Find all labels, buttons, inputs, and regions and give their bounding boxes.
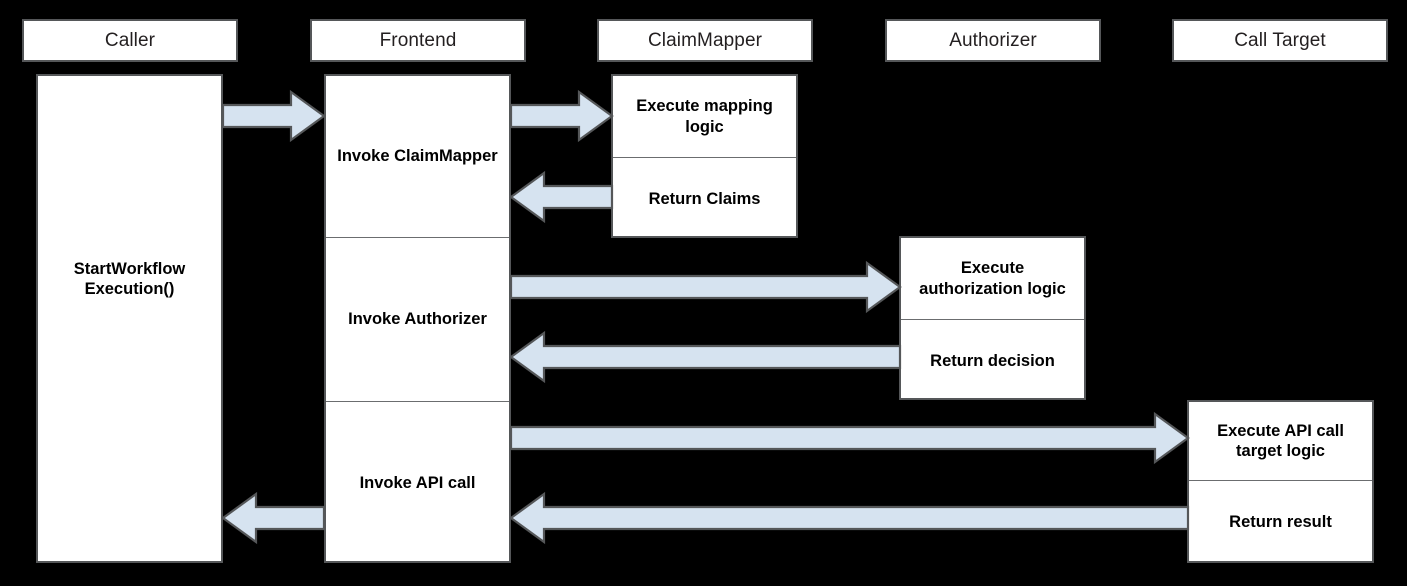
participant-label-calltarget: Call Target: [1234, 29, 1326, 51]
message-arrow-claimmapper-to-frontend: [509, 170, 614, 224]
participant-label-frontend: Frontend: [379, 29, 457, 51]
participant-label-caller: Caller: [104, 29, 156, 51]
activation-cell-authorizer-return-decision: Return decision: [930, 351, 1055, 370]
participant-header-caller: Caller: [22, 19, 238, 62]
activation-cell-calltarget-execute-api-call-target-logic: Execute API call target logic: [1189, 402, 1372, 481]
activation-authorizer: Execute authorization logic Return decis…: [899, 236, 1086, 400]
message-arrow-calltarget-to-frontend: [509, 491, 1190, 545]
activation-cell-authorizer-execute-authorization-logic: Execute authorization logic: [901, 238, 1084, 320]
participant-header-calltarget: Call Target: [1172, 19, 1388, 62]
activation-cell-frontend-invoke-authorizer: Invoke Authorizer: [326, 238, 509, 402]
message-arrow-frontend-to-caller: [221, 491, 326, 545]
message-arrow-authorizer-to-frontend: [509, 330, 902, 384]
participant-label-claimmapper: ClaimMapper: [647, 29, 763, 51]
activation-cell-caller-bottom: [38, 329, 221, 561]
message-arrow-frontend-to-calltarget: [509, 411, 1190, 465]
activation-cell-frontend-invoke-api-call: Invoke API call: [359, 474, 476, 493]
activation-calltarget: Execute API call target logic Return res…: [1187, 400, 1374, 563]
participant-header-claimmapper: ClaimMapper: [597, 19, 813, 62]
activation-cell-caller-startworkflow: StartWorkflow Execution(): [73, 259, 186, 298]
activation-cell-caller-top: [38, 76, 221, 229]
message-arrow-caller-to-frontend: [221, 89, 326, 143]
participant-header-frontend: Frontend: [310, 19, 526, 62]
participant-header-authorizer: Authorizer: [885, 19, 1101, 62]
activation-frontend: Invoke ClaimMapper Invoke Authorizer Inv…: [324, 74, 511, 563]
activation-cell-claimmapper-return-claims: Return Claims: [648, 189, 761, 208]
participant-label-authorizer: Authorizer: [949, 29, 1037, 51]
activation-claimmapper: Execute mapping logic Return Claims: [611, 74, 798, 238]
activation-cell-frontend-invoke-claimmapper: Invoke ClaimMapper: [326, 76, 509, 238]
message-arrow-frontend-to-claimmapper: [509, 89, 614, 143]
activation-cell-claimmapper-execute-mapping-logic: Execute mapping logic: [613, 76, 796, 158]
activation-cell-calltarget-return-result: Return result: [1229, 512, 1332, 531]
message-arrow-frontend-to-authorizer: [509, 260, 902, 314]
activation-caller: StartWorkflow Execution(): [36, 74, 223, 563]
